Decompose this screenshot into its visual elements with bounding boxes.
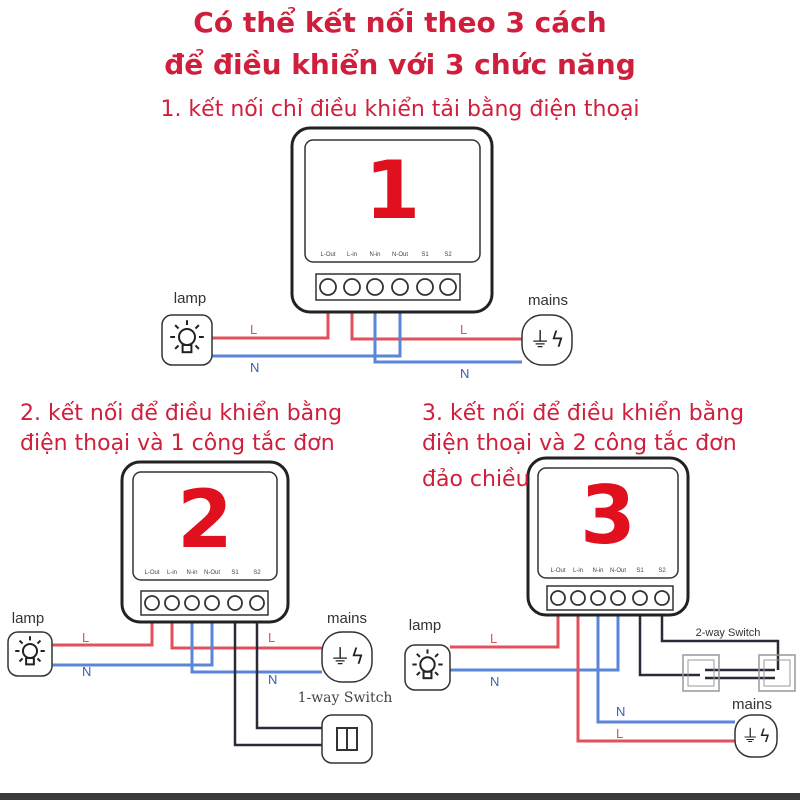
one-way-switch-label: 1-way Switch [298, 690, 393, 706]
method1-caption: 1. kết nối chỉ điều khiển tải bằng điện … [160, 97, 639, 122]
mains-plug-icon: ⏚ϟ [521, 314, 573, 366]
terminal-label: L-in [573, 568, 583, 574]
terminal-label: L-Out [144, 570, 159, 576]
wire-label-L: L [268, 630, 275, 645]
method3-wires [450, 598, 780, 743]
method2-device: 2L-Out L-in N-in N-Out S1 S2 [120, 460, 290, 624]
wire-label-N: N [250, 360, 259, 375]
terminal-label: L-Out [320, 252, 335, 258]
terminal-l-out [550, 590, 566, 606]
lamp-icon [7, 631, 53, 677]
terminal-label: S2 [658, 568, 666, 574]
method2-caption-2: điện thoại và 1 công tắc đơn [20, 431, 335, 456]
method2-number: 2 [177, 473, 233, 566]
method3-device: 3L-Out L-in N-in N-Out S1 S2 [526, 456, 690, 617]
mains-plug-icon: ⏚ϟ [321, 631, 373, 683]
wire-label-L: L [490, 631, 497, 646]
terminal-label: N-in [186, 570, 197, 576]
terminal-l-out [319, 278, 337, 296]
wire-label-L: L [82, 630, 89, 645]
terminal-label: L-Out [550, 568, 565, 574]
terminal-label: N-in [369, 252, 380, 258]
method2-caption-1: 2. kết nối để điều khiển bằng [20, 401, 342, 426]
title-line-2: để điều khiển với 3 chức năng [164, 47, 636, 81]
svg-text:⏚ϟ: ⏚ϟ [741, 727, 770, 747]
terminal-s1 [416, 278, 434, 296]
two-way-switch-label: 2-way Switch [696, 627, 761, 639]
wire-label-L: L [250, 322, 257, 337]
terminal-s2 [439, 278, 457, 296]
lamp-label-1: lamp [174, 290, 207, 307]
two-way-switch-a [682, 654, 720, 692]
terminal-s1 [227, 595, 243, 611]
one-way-switch [321, 714, 373, 764]
wire-label-N: N [460, 366, 469, 381]
method1-number: 1 [365, 144, 421, 237]
mains-label-2: mains [327, 610, 367, 627]
lamp-icon [404, 644, 451, 691]
terminal-label: N-Out [204, 570, 220, 576]
two-way-switch-b [758, 654, 796, 692]
terminal-l-in [164, 595, 180, 611]
terminal-label: N-in [592, 568, 603, 574]
wire-label-N: N [82, 664, 91, 679]
wire-label-N: N [616, 704, 625, 719]
terminal-s2 [654, 590, 670, 606]
terminal-label: N-Out [392, 252, 408, 258]
terminal-l-in [570, 590, 586, 606]
terminal-label: S1 [636, 568, 644, 574]
lamp-label-2: lamp [12, 610, 45, 627]
terminal-n-in [184, 595, 200, 611]
terminal-n-out [204, 595, 220, 611]
terminal-n-in [366, 278, 384, 296]
method3-caption-1: 3. kết nối để điều khiển bằng [422, 401, 744, 426]
svg-text:⏚ϟ: ⏚ϟ [530, 328, 565, 352]
title-line-1: Có thể kết nối theo 3 cách [193, 5, 606, 39]
wire-label-L: L [616, 726, 623, 741]
method3-caption-3: đảo chiều [422, 467, 530, 492]
lamp-label-3: lamp [409, 617, 442, 634]
wire-labels: L N L N L N L N L N N L [82, 322, 625, 741]
method3-caption-2: điện thoại và 2 công tắc đơn [422, 431, 737, 456]
svg-text:⏚ϟ: ⏚ϟ [330, 645, 365, 669]
mains-label-3: mains [732, 696, 772, 713]
bottom-bar [0, 793, 800, 800]
terminal-label: S2 [253, 570, 261, 576]
terminal-n-in [590, 590, 606, 606]
mains-plug-icon: ⏚ϟ [734, 714, 778, 758]
terminal-label: L-in [347, 252, 357, 258]
terminal-label: S2 [444, 252, 452, 258]
terminal-label: S1 [231, 570, 239, 576]
wire-label-N: N [268, 672, 277, 687]
terminal-label: S1 [421, 252, 429, 258]
lamp-icon [161, 314, 213, 366]
terminal-n-out [610, 590, 626, 606]
terminal-label: N-Out [610, 568, 626, 574]
terminal-s1 [632, 590, 648, 606]
terminal-label: L-in [167, 570, 177, 576]
mains-label-1: mains [528, 292, 568, 309]
terminal-n-out [391, 278, 409, 296]
method1-device: 1L-Out L-in N-in N-Out S1 S2 [290, 126, 494, 314]
terminal-l-out [144, 595, 160, 611]
wire-label-L: L [460, 322, 467, 337]
wire-label-N: N [490, 674, 499, 689]
method3-number: 3 [580, 469, 636, 562]
terminal-l-in [343, 278, 361, 296]
terminal-s2 [249, 595, 265, 611]
